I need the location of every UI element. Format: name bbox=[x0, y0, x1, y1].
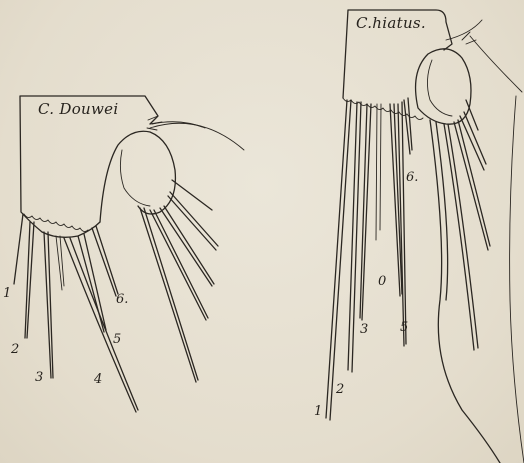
hiatus-drawing bbox=[326, 10, 524, 463]
hiatus-appendage-inner bbox=[427, 60, 452, 116]
hiatus-right-outline bbox=[510, 96, 524, 463]
douwei-appendage-inner bbox=[120, 150, 150, 206]
douwei-label-5: 5 bbox=[113, 332, 121, 347]
douwei-drawing bbox=[14, 96, 244, 412]
douwei-seta-3 bbox=[44, 232, 53, 378]
hiatus-segment-edge bbox=[343, 98, 423, 120]
douwei-label-3: 3 bbox=[35, 370, 43, 385]
douwei-title: C. Douwei bbox=[38, 100, 118, 118]
douwei-seta-extra bbox=[56, 236, 64, 290]
douwei-label-2: 2 bbox=[11, 342, 19, 357]
douwei-label-6: 6. bbox=[116, 292, 128, 307]
douwei-label-4: 4 bbox=[94, 372, 102, 387]
hiatus-title: C.hiatus. bbox=[356, 14, 426, 32]
douwei-seta-1 bbox=[14, 214, 23, 284]
hiatus-label-6: 6. bbox=[406, 170, 418, 185]
hiatus-label-5: 5 bbox=[400, 320, 408, 335]
hiatus-seta-6 bbox=[404, 98, 412, 154]
hiatus-seta-1 bbox=[326, 100, 351, 420]
douwei-appendage bbox=[100, 131, 175, 222]
douwei-appendage-setae bbox=[140, 180, 218, 382]
hiatus-label-3: 3 bbox=[360, 322, 368, 337]
hiatus-seta-extra bbox=[376, 104, 381, 240]
douwei-seta-2 bbox=[25, 222, 34, 338]
hiatus-appendage-setae bbox=[430, 100, 500, 463]
hiatus-label-2: 2 bbox=[336, 382, 344, 397]
hiatus-label-1: 1 bbox=[314, 404, 322, 419]
douwei-label-1: 1 bbox=[3, 286, 11, 301]
hiatus-apical-seta bbox=[446, 20, 522, 92]
douwei-apical-seta bbox=[150, 123, 244, 150]
hiatus-seta-3 bbox=[360, 104, 371, 320]
hiatus-label-0: 0 bbox=[378, 274, 386, 289]
